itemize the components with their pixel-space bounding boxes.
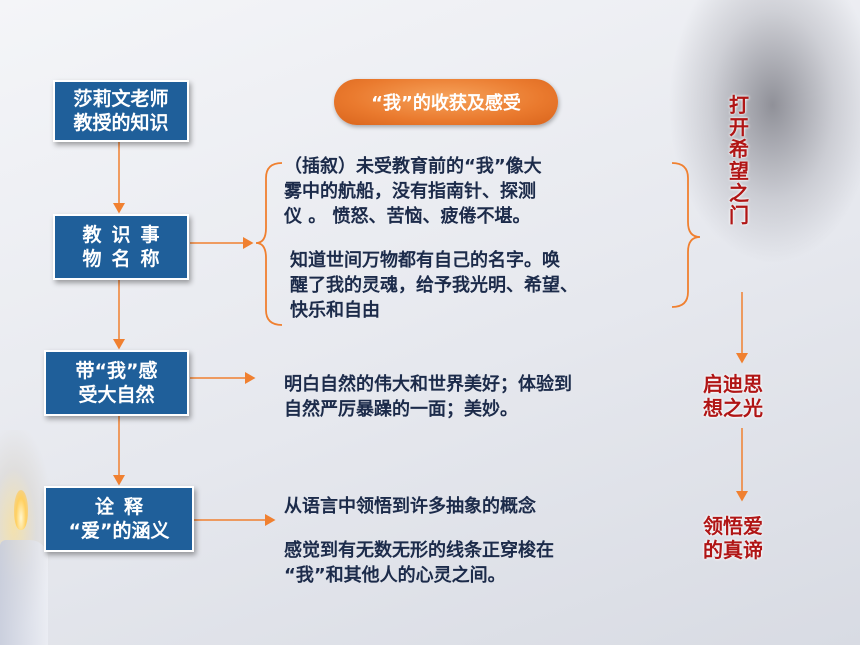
pill-title: “我”的收获及感受 [371, 93, 521, 114]
box-line: 教授的知识 [73, 112, 169, 134]
box-line: 教识事 [82, 224, 170, 246]
text-line: （插叙）未受教育前的“我”像大 [284, 156, 542, 177]
text-line: 知道世间万物都有自己的名字。唤 [290, 250, 560, 271]
box-teach-names: 教识事 物名称 [53, 214, 189, 280]
box-line: 受大自然 [78, 384, 155, 406]
text-line: 明白自然的伟大和世界美好；体验到 [284, 374, 572, 395]
box-line: 带“我”感 [75, 360, 158, 382]
caption-text: 打开希望之门 [729, 93, 749, 227]
left-brace [255, 162, 283, 326]
right-brace [671, 162, 701, 308]
text-line: 仪 。 愤怒、苦恼、疲倦不堪。 [284, 206, 531, 227]
box-feel-nature: 带“我”感 受大自然 [44, 350, 189, 416]
text-line: “我”和其他人的心灵之间。 [284, 565, 506, 586]
box-line: “爱”的涵义 [68, 520, 170, 542]
candle-icon [0, 540, 48, 645]
box-line: 莎莉文老师 [73, 88, 169, 110]
box-meaning-love: 诠释 “爱”的涵义 [44, 486, 194, 552]
caption-line: 启迪思 [703, 372, 763, 396]
caption-understand-love: 领悟爱 的真谛 [703, 514, 763, 562]
text-line: 从语言中领悟到许多抽象的概念 [284, 496, 536, 517]
caption-line: 领悟爱 [703, 514, 763, 538]
caption-open-hope-door: 打开希望之门 [726, 94, 752, 226]
gains-feelings-pill: “我”的收获及感受 [334, 79, 558, 125]
caption-line: 的真谛 [703, 538, 763, 562]
box-line: 诠释 [94, 496, 153, 518]
caption-inspire-thought: 启迪思 想之光 [703, 372, 763, 420]
background-portrait [630, 0, 860, 300]
text-line: 感觉到有无数无形的线条正穿梭在 [284, 540, 554, 561]
text-line: 雾中的航船，没有指南针、探测 [284, 181, 536, 202]
text-line: 快乐和自由 [290, 300, 380, 321]
text-line: 自然严厉暴躁的一面；美妙。 [284, 399, 518, 420]
box-sullivan-knowledge: 莎莉文老师 教授的知识 [53, 80, 189, 142]
box-line: 物名称 [82, 248, 170, 270]
text-abstract-concepts: 从语言中领悟到许多抽象的概念 [284, 494, 536, 519]
text-learned-names: 知道世间万物都有自己的名字。唤 醒了我的灵魂，给予我光明、希望、 快乐和自由 [290, 248, 578, 323]
caption-line: 想之光 [703, 396, 763, 420]
text-before-education: （插叙）未受教育前的“我”像大 雾中的航船，没有指南针、探测 仪 。 愤怒、苦恼… [284, 154, 542, 229]
text-nature: 明白自然的伟大和世界美好；体验到 自然严厉暴躁的一面；美妙。 [284, 372, 572, 422]
candle-flame-icon [14, 490, 28, 530]
text-invisible-lines: 感觉到有无数无形的线条正穿梭在 “我”和其他人的心灵之间。 [284, 538, 554, 588]
text-line: 醒了我的灵魂，给予我光明、希望、 [290, 275, 578, 296]
